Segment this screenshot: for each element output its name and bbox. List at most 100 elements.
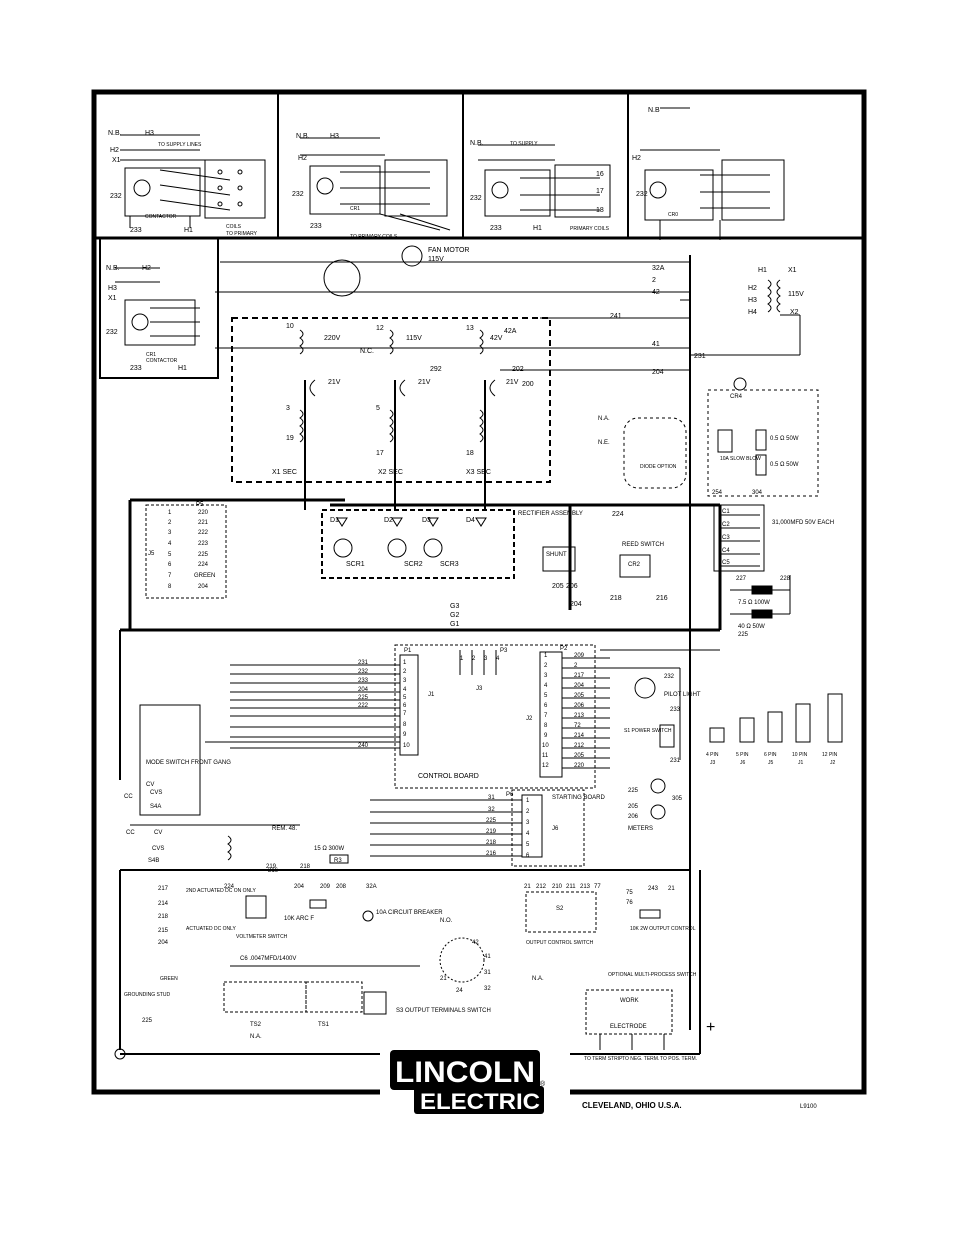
p5-pin-3: 3 (168, 530, 172, 536)
bl-w-218: 218 (158, 914, 169, 920)
d4: D4 (466, 517, 475, 524)
inset-panel-3 (478, 144, 611, 218)
ts2-label: TS2 (250, 1022, 262, 1028)
wire-224: 224 (612, 511, 624, 518)
g3: G3 (450, 603, 459, 610)
j1-wire-10: 240 (358, 743, 369, 749)
bl-w-32a: 32A (366, 884, 377, 890)
j1-wire-1: 231 (358, 660, 369, 666)
aux-h3: H3 (748, 297, 757, 304)
rectifier-assembly (119, 503, 722, 780)
p3-nb: N.B. (470, 140, 484, 147)
oc-w-75: 75 (626, 890, 633, 896)
mp-term3: TO POS. TERM. (660, 1056, 697, 1062)
p5-pin-4: 4 (168, 541, 172, 547)
control-board-label: CONTROL BOARD (418, 773, 479, 780)
cap-228: 228 (780, 576, 791, 582)
sb-pin-1: 1 (526, 798, 530, 804)
bl-w-215: 215 (158, 928, 169, 934)
sb-wire-2: 32 (488, 807, 495, 813)
diode-r2: 0.5 Ω 50W (770, 462, 799, 468)
conn-6pin: 6 PIN (764, 752, 777, 758)
meter-206: 206 (628, 814, 639, 820)
meters-label: METERS (628, 826, 653, 832)
p5-nb: N.B. (106, 265, 120, 272)
j1-wire-2: 232 (358, 669, 369, 675)
p1-h2: H2 (110, 147, 119, 154)
rem-label: REM. 48. (272, 826, 297, 832)
mode-218: 218 (300, 864, 311, 870)
sb-wire-6: 216 (486, 851, 497, 857)
capacitor-bank (713, 504, 791, 619)
c5: C5 (722, 560, 730, 566)
j3-label: J3 (476, 686, 483, 692)
sb-wire-3: 225 (486, 818, 497, 824)
oc-w-76: 76 (626, 900, 633, 906)
aux-transformer (540, 255, 801, 1030)
meter-225: 225 (628, 788, 639, 794)
p3-232: 232 (470, 195, 482, 202)
conn-j2: J2 (830, 760, 836, 766)
sb-wire-1: 31 (488, 795, 495, 801)
p1-nb: N.B. (108, 130, 122, 137)
v115-label: 115V (406, 335, 422, 342)
n200: 200 (522, 381, 534, 388)
pilot-light-label: PILOT LIGHT (664, 692, 701, 698)
conn-j1: J1 (798, 760, 804, 766)
p5-h1: H1 (178, 365, 187, 372)
p3-233: 233 (490, 225, 502, 232)
cap-bank-label: 31,000MFD 50V EACH (772, 520, 834, 526)
sb-wire-5: 218 (486, 840, 497, 846)
j2-pin-4: 4 (544, 683, 548, 689)
output-control (439, 891, 661, 983)
j2-wire-1: 209 (574, 653, 585, 659)
p2-cr1: CR1 (350, 206, 360, 212)
sb-pin-6: 6 (526, 853, 530, 859)
p1-label: P1 (404, 648, 412, 654)
sb-wire-4: 219 (486, 829, 497, 835)
j2-label: J2 (526, 716, 533, 722)
mp-21: 21 (440, 976, 447, 982)
conn-5pin: 5 PIN (736, 752, 749, 758)
diode-na: N.A. (598, 416, 610, 422)
wire-216: 216 (656, 595, 668, 602)
r-15ohm: 15 Ω 300W (314, 846, 345, 852)
p5-pin-7: 7 (168, 573, 172, 579)
j6-label: J6 (552, 826, 559, 832)
wire-241: 241 (610, 313, 622, 320)
j2-pin-11: 11 (542, 753, 549, 759)
g2: G2 (450, 612, 459, 619)
oc-pot-label: 10K 2W OUTPUT CONTROL (630, 926, 696, 932)
j5-label: J5 (148, 551, 155, 557)
p3-16: 16 (596, 171, 604, 178)
n202: 202 (512, 366, 524, 373)
mp-41: 41 (484, 954, 491, 960)
x1-sec: X1 SEC (272, 469, 297, 476)
x3-sec: X3 SEC (466, 469, 491, 476)
n3: 3 (286, 405, 290, 412)
na-bl: N.A. (250, 1034, 262, 1040)
p5-wire-1: 220 (198, 510, 209, 516)
bl-w-224: 224 (224, 884, 235, 890)
j2-wire-3: 217 (574, 673, 585, 679)
p5-233: 233 (130, 365, 142, 372)
fan-voltage: 115V (428, 256, 444, 263)
p1-contactor: CONTACTOR (145, 214, 177, 220)
cap-c6: C6 .0047MFD/1400V (240, 956, 296, 962)
mode-switch (120, 704, 690, 871)
sb-pin-4: 4 (526, 831, 530, 837)
p5-wire-3: 222 (198, 530, 209, 536)
wire-42: 42 (652, 289, 660, 296)
p5-label: P5 (196, 502, 204, 508)
reed-switch-label: REED SWITCH (622, 542, 664, 548)
pilot-light-group (600, 649, 720, 820)
oc-w-21: 21 (524, 884, 531, 890)
oc-w-210: 210 (552, 884, 563, 890)
control-board (230, 644, 610, 789)
wire-206: 206 (566, 583, 578, 590)
p2-label: P2 (560, 646, 568, 652)
mp-31: 31 (484, 970, 491, 976)
p1-h1: H1 (184, 227, 193, 234)
p5-232: 232 (106, 329, 118, 336)
v42-label: 42V (490, 335, 503, 342)
